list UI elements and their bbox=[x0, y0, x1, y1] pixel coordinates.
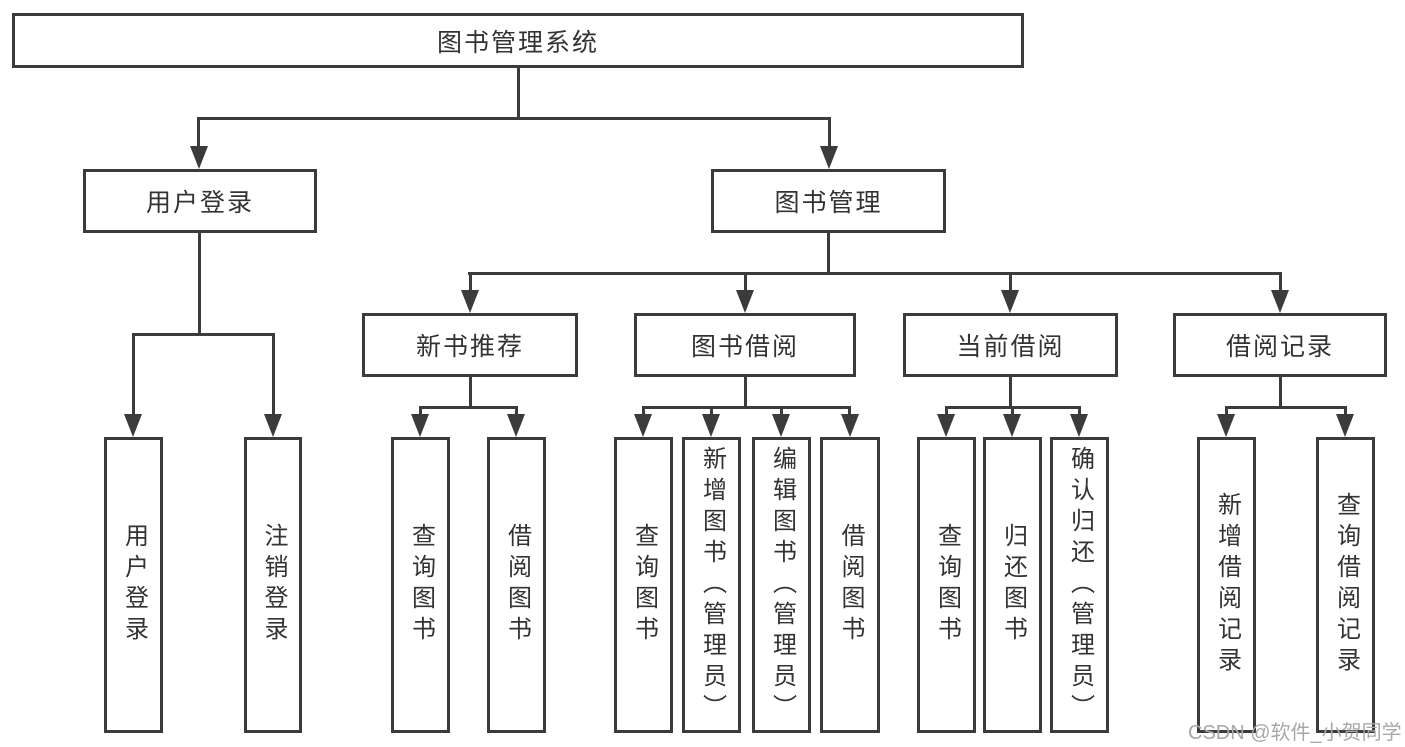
leaf-recommend-borrow-books: 借阅图书 bbox=[487, 437, 546, 733]
leaf-label: 新增借阅记录 bbox=[1213, 492, 1241, 678]
node-label: 图书管理系统 bbox=[436, 28, 599, 57]
leaf-label: 查询图书 bbox=[630, 523, 658, 647]
connector-to-leaf bbox=[848, 406, 851, 417]
node-user-login: 用户登录 bbox=[83, 169, 317, 233]
node-label: 图书管理 bbox=[774, 189, 883, 217]
node-borrowing-records: 借阅记录 bbox=[1173, 313, 1387, 377]
leaf-records-query-borrow-record: 查询借阅记录 bbox=[1316, 437, 1375, 733]
connector-book-management-stub bbox=[827, 233, 830, 275]
connector-to-leaf bbox=[272, 333, 275, 416]
leaf-label: 查询图书 bbox=[407, 523, 435, 647]
leaf-borrowing-borrow-books: 借阅图书 bbox=[820, 437, 880, 733]
connector-to-leaf bbox=[710, 406, 713, 417]
arrowhead bbox=[1001, 290, 1019, 313]
leaf-label: 查询图书 bbox=[933, 523, 961, 647]
connector-to-borrowing-records bbox=[1279, 272, 1282, 292]
arrowhead bbox=[1003, 414, 1021, 437]
node-label: 新书推荐 bbox=[415, 333, 524, 361]
leaf-current-confirm-return-admin: 确认归还（管理员） bbox=[1050, 437, 1109, 733]
connector-to-book-borrowing bbox=[744, 272, 747, 292]
connector-to-leaf bbox=[780, 406, 783, 417]
node-library-system: 图书管理系统 bbox=[12, 13, 1024, 68]
node-label: 图书借阅 bbox=[690, 333, 799, 361]
connector-to-leaf bbox=[132, 333, 135, 416]
arrowhead bbox=[1271, 290, 1289, 313]
leaf-label: 编辑图书（管理员） bbox=[768, 445, 796, 725]
leaf-borrowing-add-books-admin: 新增图书（管理员） bbox=[682, 437, 741, 733]
leaf-user-login: 用户登录 bbox=[104, 437, 163, 733]
arrowhead bbox=[1336, 414, 1354, 437]
leaf-label: 新增图书（管理员） bbox=[698, 445, 726, 725]
leaf-label: 用户登录 bbox=[120, 523, 148, 647]
connector-branch-recommendation bbox=[419, 406, 518, 409]
connector-branch-records bbox=[1225, 406, 1346, 409]
leaf-records-add-borrow-record: 新增借阅记录 bbox=[1197, 437, 1256, 733]
connector-stub bbox=[1279, 377, 1282, 409]
leaf-borrowing-edit-books-admin: 编辑图书（管理员） bbox=[752, 437, 811, 733]
connector-to-user-login bbox=[197, 117, 200, 147]
leaf-label: 查询借阅记录 bbox=[1332, 492, 1360, 678]
leaf-label: 注销登录 bbox=[260, 523, 287, 647]
leaf-recommend-query-books: 查询图书 bbox=[391, 437, 450, 733]
connector-to-leaf bbox=[1011, 406, 1014, 417]
arrowhead bbox=[736, 290, 754, 313]
connector-to-leaf bbox=[1225, 406, 1228, 417]
connector-root-stub bbox=[517, 68, 520, 120]
node-current-borrowing: 当前借阅 bbox=[903, 313, 1118, 377]
leaf-current-return-books: 归还图书 bbox=[983, 437, 1042, 733]
arrowhead bbox=[190, 146, 208, 169]
arrowhead bbox=[1070, 414, 1088, 437]
leaf-borrowing-query-books: 查询图书 bbox=[614, 437, 673, 733]
leaf-logout: 注销登录 bbox=[244, 437, 302, 733]
arrowhead bbox=[507, 414, 525, 437]
connector-to-leaf bbox=[515, 406, 518, 417]
arrowhead bbox=[634, 414, 652, 437]
connector-to-leaf bbox=[945, 406, 948, 417]
node-book-borrowing: 图书借阅 bbox=[634, 313, 856, 377]
leaf-label: 确认归还（管理员） bbox=[1066, 445, 1094, 725]
connector-stub bbox=[1009, 377, 1012, 409]
leaf-label: 借阅图书 bbox=[503, 523, 531, 647]
arrowhead bbox=[841, 414, 859, 437]
node-label: 借阅记录 bbox=[1225, 333, 1334, 361]
connector-branch-level2 bbox=[468, 272, 1282, 275]
arrowhead bbox=[1217, 414, 1235, 437]
arrowhead bbox=[937, 414, 955, 437]
leaf-label: 归还图书 bbox=[999, 523, 1027, 647]
arrowhead bbox=[411, 414, 429, 437]
connector-stub bbox=[744, 377, 747, 409]
node-new-book-recommendation: 新书推荐 bbox=[362, 313, 578, 377]
arrowhead bbox=[772, 414, 790, 437]
arrowhead bbox=[264, 414, 282, 437]
connector-user-login-stub bbox=[198, 233, 201, 336]
connector-to-leaf bbox=[642, 406, 645, 417]
connector-stub bbox=[469, 377, 472, 409]
connector-to-new-book bbox=[469, 272, 472, 292]
connector-to-book-management bbox=[828, 117, 831, 147]
node-label: 当前借阅 bbox=[956, 333, 1065, 361]
watermark: CSDN @软件_小贺同学 bbox=[1188, 722, 1402, 744]
arrowhead bbox=[820, 146, 838, 169]
arrowhead bbox=[124, 414, 142, 437]
connector-branch-borrowing bbox=[642, 406, 851, 409]
arrowhead bbox=[702, 414, 720, 437]
connector-branch-user-login bbox=[132, 333, 275, 336]
connector-branch-level1 bbox=[197, 117, 831, 120]
arrowhead bbox=[461, 290, 479, 313]
leaf-label: 借阅图书 bbox=[837, 523, 864, 647]
connector-to-current-borrowing bbox=[1009, 272, 1012, 292]
node-book-management: 图书管理 bbox=[711, 169, 946, 233]
leaf-current-query-books: 查询图书 bbox=[917, 437, 976, 733]
connector-to-leaf bbox=[1078, 406, 1081, 417]
node-label: 用户登录 bbox=[145, 189, 254, 217]
connector-to-leaf bbox=[419, 406, 422, 417]
connector-to-leaf bbox=[1344, 406, 1347, 417]
